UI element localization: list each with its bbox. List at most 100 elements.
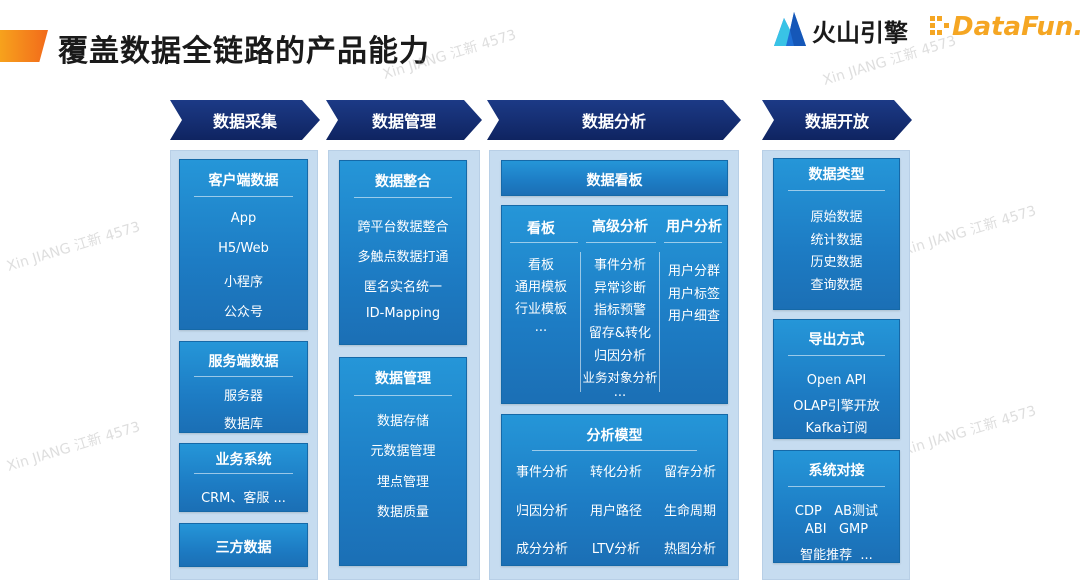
advanced-analysis-title: 高级分析 (592, 219, 648, 235)
advanced-analysis-item: 业务对象分析 (582, 370, 658, 385)
data-types-title: 数据类型 (808, 167, 865, 183)
client-data-item: App (230, 211, 257, 226)
export-methods-title: 导出方式 (808, 332, 865, 348)
export-methods-box: 导出方式 Open API OLAP引擎开放 Kafka订阅 (773, 319, 900, 439)
advanced-analysis-item: ... (613, 385, 627, 400)
advanced-analysis-item: 留存&转化 (588, 326, 652, 341)
board-item: 看板 (527, 258, 554, 273)
third-party-data-box: 三方数据 (179, 523, 308, 567)
client-data-item: 小程序 (223, 275, 263, 290)
system-integration-title: 系统对接 (808, 463, 865, 479)
section-arrow-analyze: 数据分析 (487, 100, 741, 140)
vertical-divider (580, 252, 581, 392)
volcengine-logo: 火山引擎 (772, 8, 912, 48)
data-management-item: 数据质量 (376, 505, 429, 520)
title-accent-bar (0, 30, 48, 62)
datafun-mark-icon (930, 16, 949, 35)
divider (510, 242, 578, 243)
data-types-item: 查询数据 (810, 278, 863, 293)
analysis-model-item: 留存分析 (663, 465, 716, 480)
watermark: Xin JIANG 江新 4573 (4, 219, 143, 275)
divider (354, 395, 452, 396)
biz-system-box: 业务系统 CRM、客服 ... (179, 443, 308, 512)
data-integration-box: 数据整合 跨平台数据整合 多触点数据打通 匿名实名统一 ID-Mapping (339, 160, 467, 345)
analysis-model-item: 生命周期 (663, 504, 716, 519)
third-party-data-title: 三方数据 (215, 540, 272, 556)
client-data-item: H5/Web (218, 241, 269, 256)
divider (788, 355, 885, 356)
analysis-model-item: 成分分析 (515, 542, 568, 557)
data-types-box: 数据类型 原始数据 统计数据 历史数据 查询数据 (773, 158, 900, 310)
section-arrow-manage: 数据管理 (326, 100, 482, 140)
user-analysis-item: 用户标签 (667, 287, 720, 302)
data-integration-item: 多触点数据打通 (357, 250, 449, 265)
data-management-item: 埋点管理 (376, 475, 429, 490)
server-data-title: 服务端数据 (208, 354, 279, 370)
data-management-box: 数据管理 数据存储 元数据管理 埋点管理 数据质量 (339, 357, 467, 566)
watermark: Xin JIANG 江新 4573 (900, 203, 1039, 259)
data-types-item: 统计数据 (810, 233, 863, 248)
user-analysis-item: 用户分群 (667, 264, 720, 279)
dashboard-header-title: 数据看板 (586, 173, 643, 189)
advanced-analysis-item: 事件分析 (593, 258, 646, 273)
vertical-divider (659, 252, 660, 392)
advanced-analysis-item: 指标预警 (593, 303, 646, 318)
export-methods-item: Open API (806, 373, 867, 388)
divider (586, 242, 656, 243)
datafun-logo: DataFun. (928, 8, 1080, 48)
export-methods-item: OLAP引擎开放 (793, 399, 880, 414)
datafun-logo-text: DataFun. (952, 12, 1080, 42)
volcengine-logo-text: 火山引擎 (812, 19, 908, 47)
analysis-model-item: 归因分析 (515, 504, 568, 519)
analysis-model-item: 转化分析 (589, 465, 642, 480)
client-data-title: 客户端数据 (208, 173, 279, 189)
dashboard-header-box: 数据看板 (501, 160, 728, 196)
analysis-model-item: 热图分析 (663, 542, 716, 557)
analysis-models-box: 分析模型 事件分析 转化分析 留存分析 归因分析 用户路径 生命周期 成分分析 … (501, 414, 728, 566)
client-data-item: 公众号 (223, 305, 263, 320)
user-analysis-title: 用户分析 (666, 219, 722, 235)
advanced-analysis-item: 归因分析 (593, 349, 646, 364)
volcano-icon (774, 12, 806, 46)
section-arrow-collect: 数据采集 (170, 100, 320, 140)
divider (664, 242, 722, 243)
board-item: 行业模板 (514, 302, 567, 317)
divider (194, 473, 293, 474)
biz-system-title: 业务系统 (215, 452, 272, 468)
system-integration-item: 智能推荐 ... (800, 548, 873, 563)
system-integration-item: CDP AB测试 (794, 504, 879, 519)
user-analysis-item: 用户细查 (667, 309, 720, 324)
watermark: Xin JIANG 江新 4573 (4, 419, 143, 475)
analysis-tools-box: 看板 高级分析 用户分析 看板 通用模板 行业模板 ... 事件分析 异常诊断 … (501, 205, 728, 404)
data-management-item: 数据存储 (376, 414, 429, 429)
divider (354, 197, 452, 198)
data-integration-title: 数据整合 (375, 174, 431, 190)
analysis-models-title: 分析模型 (586, 428, 643, 444)
analysis-model-item: 事件分析 (515, 465, 568, 480)
server-data-item: 数据库 (223, 417, 263, 432)
client-data-box: 客户端数据 App H5/Web 小程序 公众号 (179, 159, 308, 330)
server-data-item: 服务器 (223, 389, 263, 404)
data-integration-item: 跨平台数据整合 (357, 220, 449, 235)
watermark: Xin JIANG 江新 4573 (900, 403, 1039, 459)
data-management-title: 数据管理 (375, 371, 431, 387)
divider (532, 450, 697, 451)
divider (788, 486, 885, 487)
analysis-model-item: LTV分析 (591, 542, 641, 557)
divider (788, 190, 885, 191)
divider (194, 376, 293, 377)
data-management-item: 元数据管理 (370, 444, 436, 459)
data-types-item: 历史数据 (810, 255, 863, 270)
system-integration-item: ABI GMP (804, 522, 869, 537)
analysis-model-item: 用户路径 (589, 504, 642, 519)
system-integration-box: 系统对接 CDP AB测试 ABI GMP 智能推荐 ... (773, 450, 900, 563)
biz-system-item: CRM、客服 ... (201, 491, 286, 506)
board-title: 看板 (527, 221, 555, 237)
server-data-box: 服务端数据 服务器 数据库 (179, 341, 308, 433)
export-methods-item: Kafka订阅 (805, 421, 868, 436)
data-integration-item: 匿名实名统一 (363, 280, 442, 295)
board-item: 通用模板 (514, 280, 567, 295)
divider (194, 196, 293, 197)
data-types-item: 原始数据 (810, 210, 863, 225)
page-title: 覆盖数据全链路的产品能力 (58, 34, 430, 69)
